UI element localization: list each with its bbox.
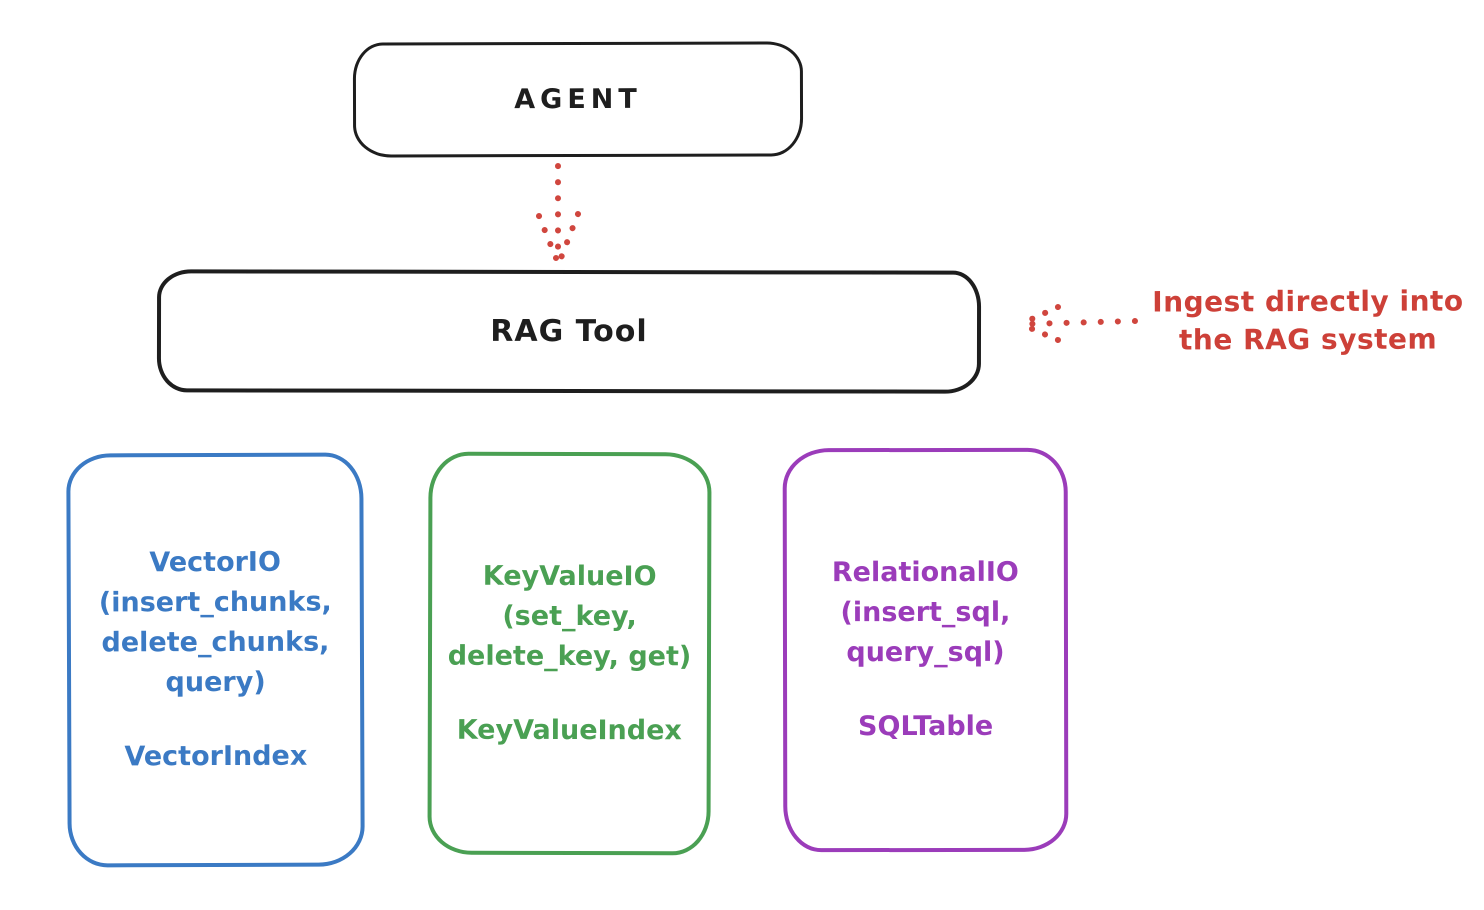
vector-index-label: VectorIndex	[124, 740, 308, 773]
vector-io-box: VectorIO (insert_chunks, delete_chunks, …	[66, 452, 365, 868]
relational-io-box: RelationalIO (insert_sql, query_sql) SQL…	[782, 447, 1069, 853]
relational-io-method-line: query_sql)	[846, 636, 1005, 669]
key-value-io-title: KeyValueIO	[482, 560, 657, 592]
relational-io-title: RelationalIO	[831, 556, 1019, 589]
rag-tool-box: RAG Tool	[156, 269, 982, 394]
sql-table-label: SQLTable	[858, 710, 994, 743]
vector-io-signature: VectorIO (insert_chunks, delete_chunks, …	[99, 543, 332, 704]
vector-io-method-line: (insert_chunks,	[98, 586, 332, 619]
vector-io-method-line: query)	[165, 666, 266, 699]
rag-tool-label: RAG Tool	[490, 313, 648, 350]
key-value-index-label: KeyValueIndex	[456, 714, 682, 746]
key-value-io-box: KeyValueIO (set_key, delete_key, get) Ke…	[427, 451, 712, 856]
vector-io-method-line: delete_chunks,	[101, 626, 330, 659]
ingest-annotation: Ingest directly into the RAG system	[1138, 282, 1478, 359]
agent-box: AGENT	[352, 41, 804, 158]
key-value-io-method-line: (set_key,	[502, 600, 637, 632]
ingest-annotation-line1: Ingest directly into	[1152, 284, 1464, 319]
ingest-annotation-line2: the RAG system	[1178, 322, 1438, 357]
agent-label: AGENT	[514, 83, 642, 116]
relational-io-method-line: (insert_sql,	[840, 596, 1011, 629]
vector-io-title: VectorIO	[149, 546, 281, 579]
dotted-arrow-left-icon	[1020, 304, 1138, 343]
key-value-io-signature: KeyValueIO (set_key, delete_key, get)	[448, 556, 692, 677]
key-value-io-method-line: delete_key, get)	[447, 640, 692, 672]
relational-io-signature: RelationalIO (insert_sql, query_sql)	[832, 553, 1019, 673]
dotted-arrow-down-icon	[536, 163, 581, 261]
